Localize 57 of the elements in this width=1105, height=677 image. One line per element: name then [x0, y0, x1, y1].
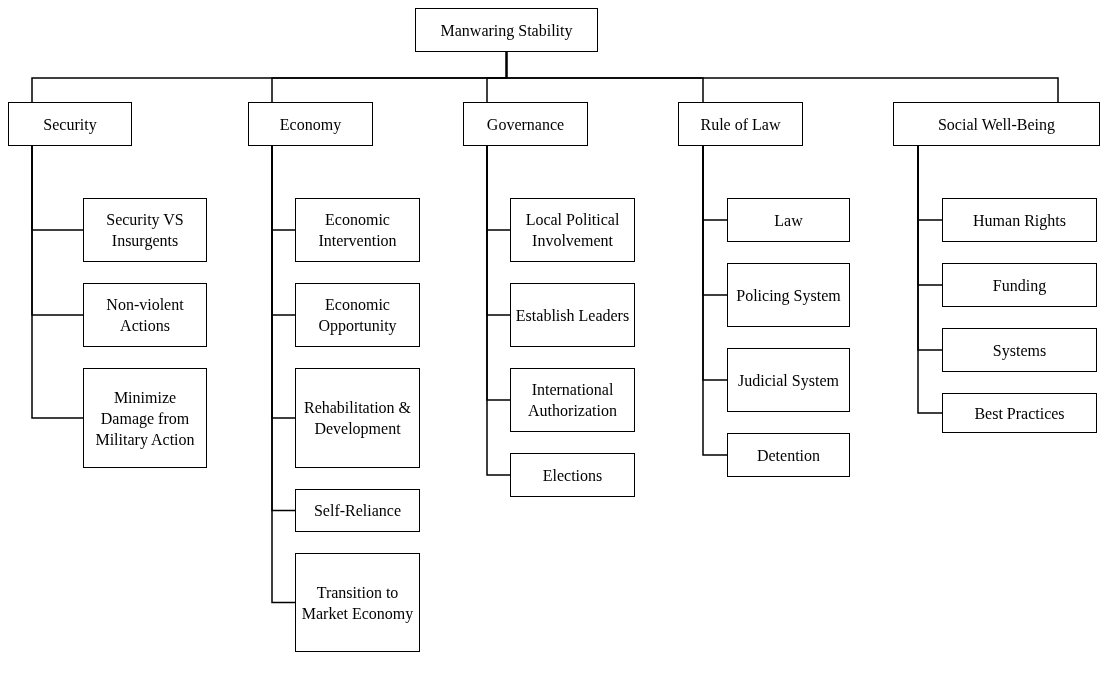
category-box [8, 102, 132, 146]
item-box [83, 283, 207, 347]
connector-line [505, 51, 1059, 103]
box-label: Funding [992, 275, 1047, 296]
item-box [295, 368, 420, 468]
box-label: Self-Reliance [313, 501, 402, 521]
item-box [510, 368, 635, 432]
box-label: Rehabilitation & Development [302, 398, 413, 439]
box-label: Establish Leaders [515, 305, 630, 326]
box-label: Manwaring Stability [440, 20, 573, 41]
item-box [727, 263, 850, 327]
item-box [83, 198, 207, 262]
category-box [248, 102, 373, 146]
item-box [727, 348, 850, 412]
item-box [942, 198, 1097, 242]
connector-line [486, 145, 511, 476]
box-label: Elections [542, 465, 603, 486]
box-label: Economic Opportunity [317, 295, 398, 336]
box-label: Social Well-Being [937, 114, 1056, 135]
connector-line [702, 145, 728, 456]
box-label: International Authorization [527, 380, 618, 421]
box-label: Economic Intervention [317, 210, 398, 251]
box-label: Policing System [736, 285, 841, 306]
box-label: Security [43, 114, 97, 135]
item-box [295, 198, 420, 262]
box-label: Systems [992, 340, 1047, 361]
box-label: Human Rights [973, 210, 1066, 231]
item-box [295, 553, 420, 652]
root-box [415, 8, 598, 52]
item-box [727, 433, 850, 477]
item-box [942, 393, 1097, 433]
item-box [942, 263, 1097, 307]
box-label: Transition to Market Economy [300, 582, 415, 624]
box-label: Economy [279, 114, 342, 135]
item-box [295, 283, 420, 347]
item-box [510, 453, 635, 497]
category-box [463, 102, 588, 146]
box-label: Security VS Insurgents [105, 210, 185, 251]
box-label: Governance [486, 114, 565, 135]
item-box [295, 489, 420, 532]
item-box [510, 283, 635, 347]
box-label: Rule of Law [700, 114, 781, 135]
box-label: Detention [756, 445, 821, 466]
connector-line [917, 145, 943, 414]
item-box [727, 198, 850, 242]
category-box [893, 102, 1100, 146]
item-box [942, 328, 1097, 372]
category-box [678, 102, 803, 146]
box-label: Local Political Involvement [524, 210, 621, 251]
box-label: Minimize Damage from Military Action [94, 387, 196, 450]
connector-line [31, 145, 84, 419]
box-label: Best Practices [974, 403, 1065, 424]
box-label: Law [774, 210, 803, 231]
item-box [83, 368, 207, 468]
box-label: Non-violent Actions [105, 295, 185, 336]
item-box [510, 198, 635, 262]
box-label: Judicial System [738, 370, 839, 391]
